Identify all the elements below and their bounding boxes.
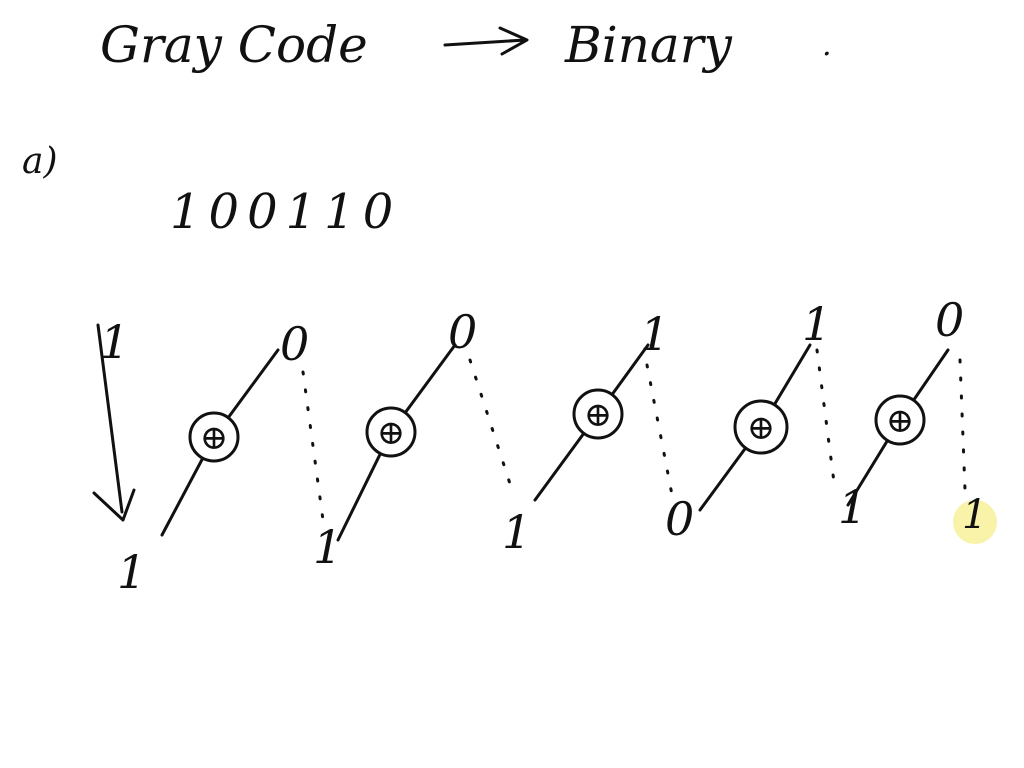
gray-bit: 0 (448, 305, 477, 359)
binary-bit: 1 (962, 492, 987, 538)
title-left: Gray Code (100, 16, 368, 74)
xor-operator: ⊕ (572, 388, 624, 440)
dotted-drop-lines (301, 348, 967, 522)
binary-bit: 0 (665, 492, 694, 546)
xor-diagonal-lines (160, 343, 950, 542)
xor-operator: ⊕ (874, 394, 926, 446)
svg-text:⊕: ⊕ (584, 395, 613, 435)
title-right: Binary (564, 16, 733, 74)
gray-bit: 0 (935, 293, 964, 347)
svg-text:⊕: ⊕ (747, 408, 776, 448)
cursor-highlight (953, 500, 997, 544)
svg-text:⊕: ⊕ (377, 413, 406, 453)
part-label: a) (22, 141, 58, 182)
binary-bit: 1 (502, 505, 531, 559)
gray-bit: 1 (640, 307, 669, 361)
xor-operator: ⊕ (365, 406, 417, 458)
title-period: . (822, 28, 832, 63)
gray-bits-row: 1 0 0 1 1 0 (100, 293, 964, 371)
gray-bit: 1 (100, 315, 129, 369)
title-arrow (443, 26, 529, 56)
gray-bit: 0 (280, 317, 309, 371)
svg-text:⊕: ⊕ (886, 401, 915, 441)
binary-bits-row: 1 1 1 0 1 1 (117, 480, 987, 599)
binary-bit: 1 (313, 520, 342, 574)
drop-first-bit-arrow (92, 323, 136, 522)
xor-operator: ⊕ (733, 399, 789, 455)
binary-bit: 1 (117, 545, 146, 599)
xor-operators: ⊕ ⊕ ⊕ ⊕ ⊕ (188, 388, 926, 463)
svg-text:⊕: ⊕ (200, 418, 229, 458)
xor-operator: ⊕ (188, 411, 240, 463)
binary-bit: 1 (838, 480, 867, 534)
gray-bit: 1 (802, 297, 831, 351)
gray-code-input: 100110 (170, 184, 401, 240)
